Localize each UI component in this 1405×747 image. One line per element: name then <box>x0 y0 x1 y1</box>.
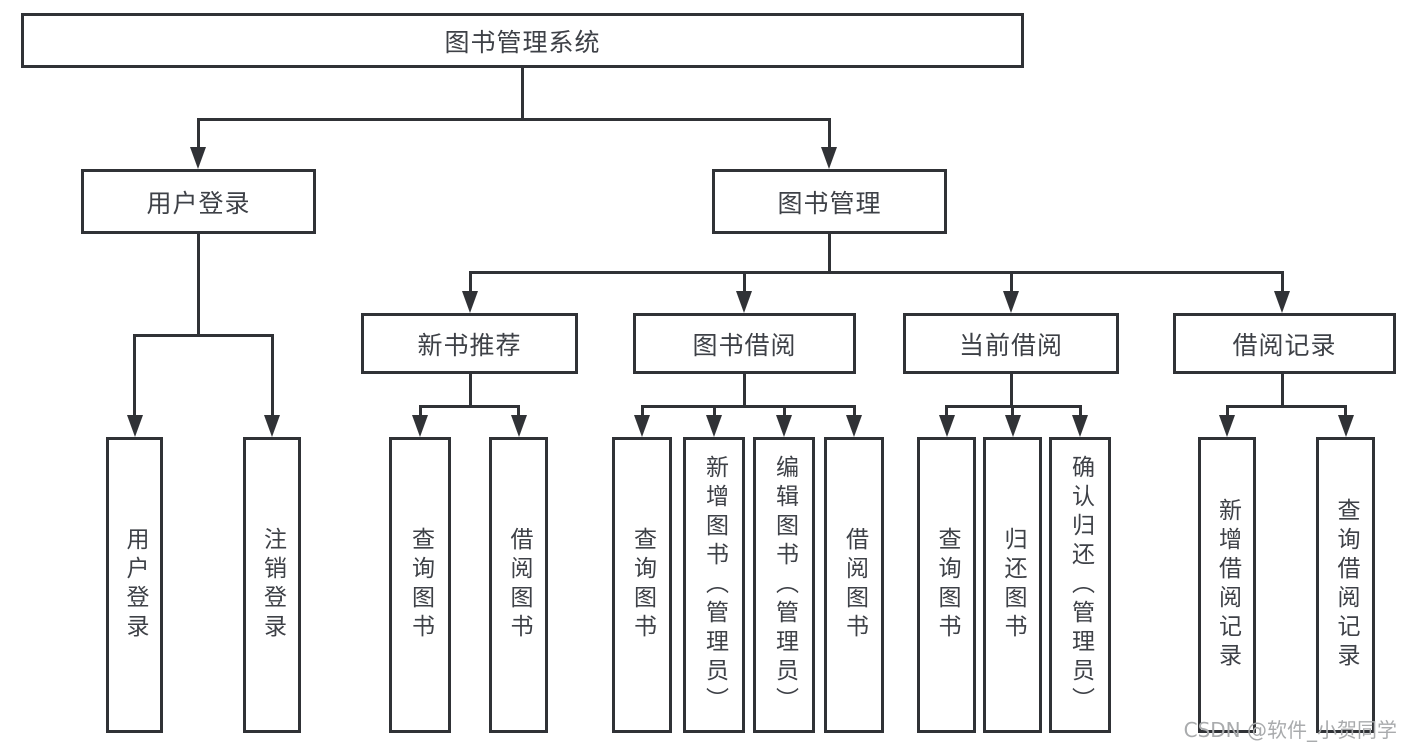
arrowhead-leaf4 <box>510 415 527 437</box>
leaf-borrow-books-label: 借阅图书 <box>841 527 868 643</box>
leaf-add-books-admin: 新增图书（管理员） <box>683 437 745 733</box>
node-book-management: 图书管理 <box>712 169 947 234</box>
arrowhead-recommend <box>462 291 478 313</box>
connector-level2-bus <box>196 117 831 121</box>
leaf-add-books-admin-label: 新增图书（管理员） <box>701 454 728 716</box>
arrowhead-user-login <box>190 147 206 169</box>
arrowhead-leaf3 <box>412 415 428 437</box>
connector-leaf13-drop <box>1344 406 1347 417</box>
connector-borrow-bus <box>640 404 856 408</box>
leaf-query-books-borrow: 查询图书 <box>612 437 672 733</box>
node-user-login-label: 用户登录 <box>146 188 251 218</box>
leaf-query-books-current: 查询图书 <box>917 437 976 733</box>
arrowhead-leaf8 <box>846 415 862 437</box>
leaf-borrow-books: 借阅图书 <box>824 437 884 733</box>
connector-leaf3-drop <box>418 406 422 417</box>
leaf-query-books-recommend-label: 查询图书 <box>407 527 434 643</box>
csdn-watermark: CSDN @软件_小贺同学 <box>1183 718 1397 742</box>
connector-leaf8-drop <box>852 406 856 417</box>
leaf-edit-books-admin-label: 编辑图书（管理员） <box>771 454 798 716</box>
connector-user-bus <box>133 333 274 337</box>
connector-records-bus <box>1225 404 1347 408</box>
connector-borrow-stem <box>742 374 746 408</box>
connector-current-stem <box>1009 374 1013 408</box>
leaf-query-books-current-label: 查询图书 <box>934 527 960 643</box>
leaf-edit-books-admin: 编辑图书（管理员） <box>753 437 815 733</box>
arrowhead-borrow <box>736 291 752 313</box>
node-book-borrow: 图书借阅 <box>633 313 856 374</box>
node-book-borrow-label: 图书借阅 <box>692 330 797 360</box>
connector-leaf12-drop <box>1225 406 1229 417</box>
node-new-book-recommend-label: 新书推荐 <box>417 330 522 360</box>
connector-recommend-stem <box>468 374 472 408</box>
leaf-return-books-label: 归还图书 <box>1000 527 1026 643</box>
connector-user-login-drop <box>196 119 200 149</box>
connector-leaf9-drop <box>945 406 948 417</box>
leaf-borrow-books-recommend: 借阅图书 <box>489 437 548 733</box>
leaf-confirm-return-admin: 确认归还（管理员） <box>1049 437 1111 733</box>
leaf-add-borrow-record: 新增借阅记录 <box>1198 437 1256 733</box>
arrowhead-leaf9 <box>938 415 955 437</box>
node-root-label: 图书管理系统 <box>444 27 601 57</box>
leaf-query-borrow-record-label: 查询借阅记录 <box>1333 498 1359 672</box>
connector-book-mgmt-stem <box>827 234 831 274</box>
connector-leaf7-drop <box>782 406 786 417</box>
leaf-return-books: 归还图书 <box>983 437 1042 733</box>
connector-leaf4-drop <box>517 406 520 417</box>
leaf-confirm-return-admin-label: 确认归还（管理员） <box>1067 454 1094 716</box>
leaf-user-login-label: 用户登录 <box>122 527 148 643</box>
arrowhead-book-mgmt <box>821 147 837 169</box>
node-book-management-label: 图书管理 <box>777 188 882 218</box>
leaf-query-books-recommend: 查询图书 <box>389 437 451 733</box>
leaf-query-books-borrow-label: 查询图书 <box>629 527 656 643</box>
arrowhead-leaf2 <box>264 415 280 437</box>
connector-leaf10-drop <box>1011 406 1014 417</box>
connector-borrow-drop <box>742 272 746 294</box>
node-new-book-recommend: 新书推荐 <box>361 313 578 374</box>
arrowhead-leaf7 <box>776 415 792 437</box>
connector-recommend-drop <box>468 272 472 294</box>
connector-book-mgmt-drop <box>827 119 831 149</box>
arrowhead-current <box>1003 291 1019 313</box>
leaf-add-borrow-record-label: 新增借阅记录 <box>1214 498 1241 672</box>
connector-leaf1-drop <box>133 335 136 417</box>
arrowhead-leaf5 <box>634 415 650 437</box>
connector-recommend-bus <box>418 404 520 408</box>
connector-records-stem <box>1280 374 1284 408</box>
arrowhead-records <box>1274 291 1290 313</box>
arrowhead-leaf11 <box>1072 415 1088 437</box>
node-borrow-records-label: 借阅记录 <box>1232 330 1337 360</box>
connector-user-login-stem <box>196 234 200 337</box>
arrowhead-leaf6 <box>706 415 722 437</box>
leaf-logout-label: 注销登录 <box>259 527 286 643</box>
leaf-user-login: 用户登录 <box>106 437 163 733</box>
connector-leaf6-drop <box>712 406 716 417</box>
node-borrow-records: 借阅记录 <box>1173 313 1396 374</box>
node-user-login: 用户登录 <box>81 169 316 234</box>
leaf-borrow-books-recommend-label: 借阅图书 <box>506 527 532 643</box>
arrowhead-leaf12 <box>1219 415 1235 437</box>
connector-leaf5-drop <box>640 406 644 417</box>
connector-leaf2-drop <box>270 335 274 417</box>
node-root: 图书管理系统 <box>21 13 1024 68</box>
connector-root-stem <box>520 68 524 121</box>
leaf-query-borrow-record: 查询借阅记录 <box>1316 437 1375 733</box>
connector-level3-bus <box>468 270 1284 274</box>
connector-records-drop <box>1280 272 1284 294</box>
arrowhead-leaf1 <box>126 415 143 437</box>
arrowhead-leaf10 <box>1004 415 1021 437</box>
connector-leaf11-drop <box>1078 406 1082 417</box>
node-current-borrow-label: 当前借阅 <box>958 330 1063 360</box>
leaf-logout: 注销登录 <box>243 437 301 733</box>
connector-current-drop <box>1009 272 1013 294</box>
node-current-borrow: 当前借阅 <box>903 313 1119 374</box>
arrowhead-leaf13 <box>1337 415 1354 437</box>
